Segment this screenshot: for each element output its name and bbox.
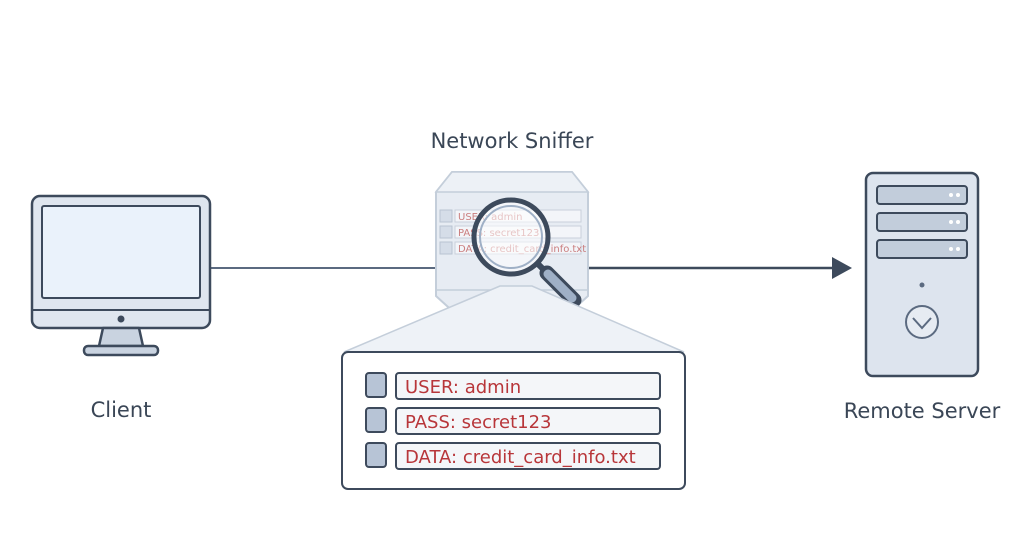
remote-server-label: Remote Server	[844, 399, 1001, 423]
sniffer-title: Network Sniffer	[431, 129, 594, 153]
client-label: Client	[91, 398, 152, 422]
packet-row	[365, 372, 661, 400]
packet-pass-text: PASS: secret123	[405, 412, 552, 433]
packet-row	[365, 407, 661, 435]
capture-projection	[343, 285, 685, 353]
packet-row	[365, 442, 661, 470]
packet-user-text: USER: admin	[405, 377, 521, 398]
magnifier-icon	[471, 197, 582, 308]
monitor-icon	[30, 194, 212, 357]
packet-data-text: DATA: credit_card_info.txt	[405, 447, 636, 468]
arrow-right-icon	[832, 257, 852, 279]
server-tower-icon	[864, 171, 980, 378]
